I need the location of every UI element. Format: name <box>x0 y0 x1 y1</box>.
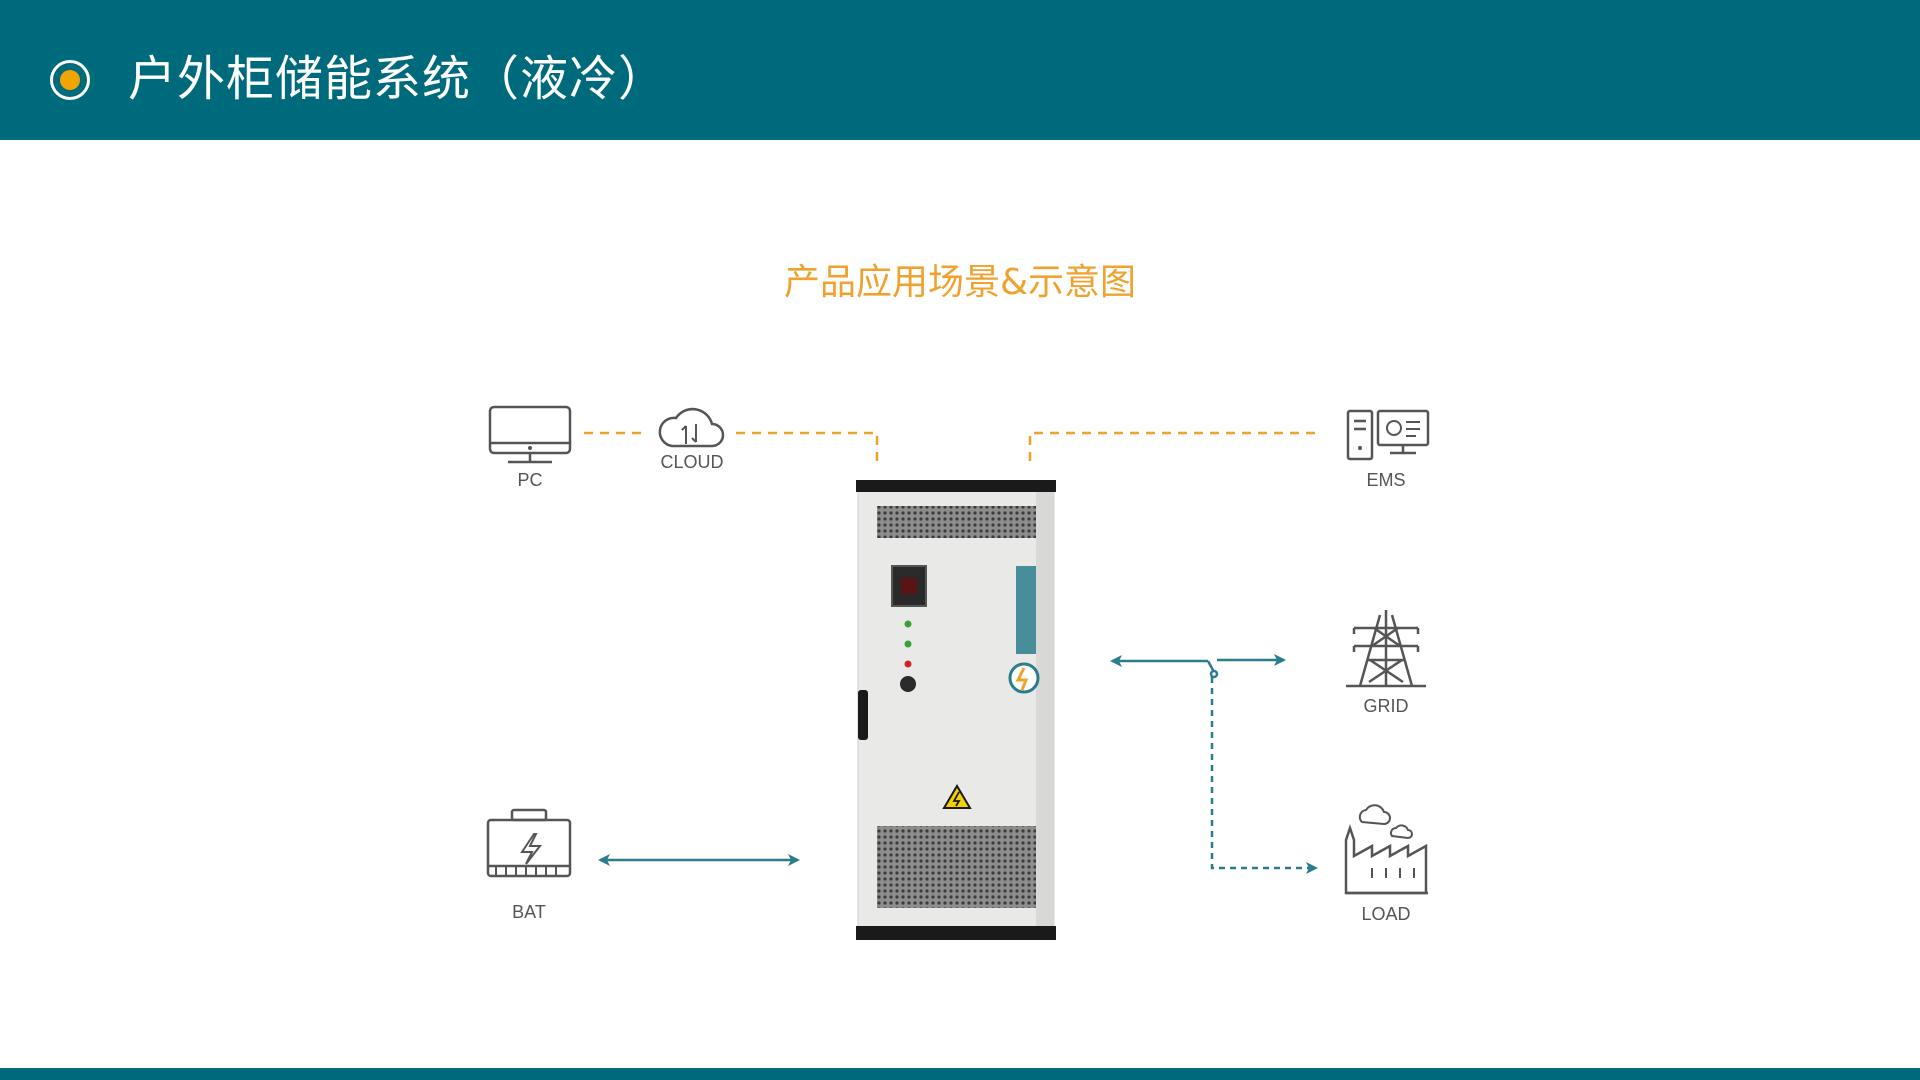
grid-label: GRID <box>1364 696 1409 716</box>
warning-sign-icon <box>942 784 972 809</box>
load-factory-icon <box>1344 804 1428 895</box>
cloud-cabinet-link <box>736 431 879 468</box>
communication-lines <box>584 431 1315 468</box>
cabinet-display <box>891 565 927 607</box>
cloud-label: CLOUD <box>660 452 723 472</box>
ems-label: EMS <box>1366 470 1405 490</box>
emergency-stop-button <box>900 676 916 692</box>
footer-bar <box>0 1068 1920 1080</box>
status-led-green-2 <box>904 640 912 648</box>
status-led-red <box>904 660 912 668</box>
pc-icon <box>488 405 572 464</box>
cabinet-base <box>856 926 1056 940</box>
bat-label: BAT <box>512 902 546 922</box>
load-label: LOAD <box>1361 904 1410 924</box>
battery-icon <box>486 808 572 878</box>
cabinet-side-shade <box>1036 486 1054 934</box>
ems-icon <box>1346 409 1430 461</box>
switch-node <box>1209 669 1219 679</box>
cabinet-bottom-vent <box>877 826 1036 908</box>
cabinet-display-screen <box>901 578 917 594</box>
storage-cabinet <box>856 480 1056 940</box>
cabinet-logo <box>1008 566 1040 694</box>
pc-label: PC <box>517 470 542 490</box>
power-lines <box>598 654 1318 874</box>
ems-cabinet-link <box>1028 431 1315 468</box>
header-bar: 户外柜储能系统（液冷） <box>0 0 1920 140</box>
title-bullet-icon <box>50 60 90 100</box>
diagram-subtitle: 产品应用场景&示意图 <box>783 262 1137 303</box>
cabinet-top-vent <box>877 506 1036 538</box>
cabinet-top-cap <box>856 480 1056 492</box>
load-link <box>1210 677 1318 874</box>
grid-tower-icon <box>1346 610 1426 688</box>
page-title: 户外柜储能系统（液冷） <box>128 51 668 107</box>
status-led-green-1 <box>904 620 912 628</box>
cabinet-door-handle <box>858 690 868 740</box>
cloud-icon <box>658 407 725 448</box>
